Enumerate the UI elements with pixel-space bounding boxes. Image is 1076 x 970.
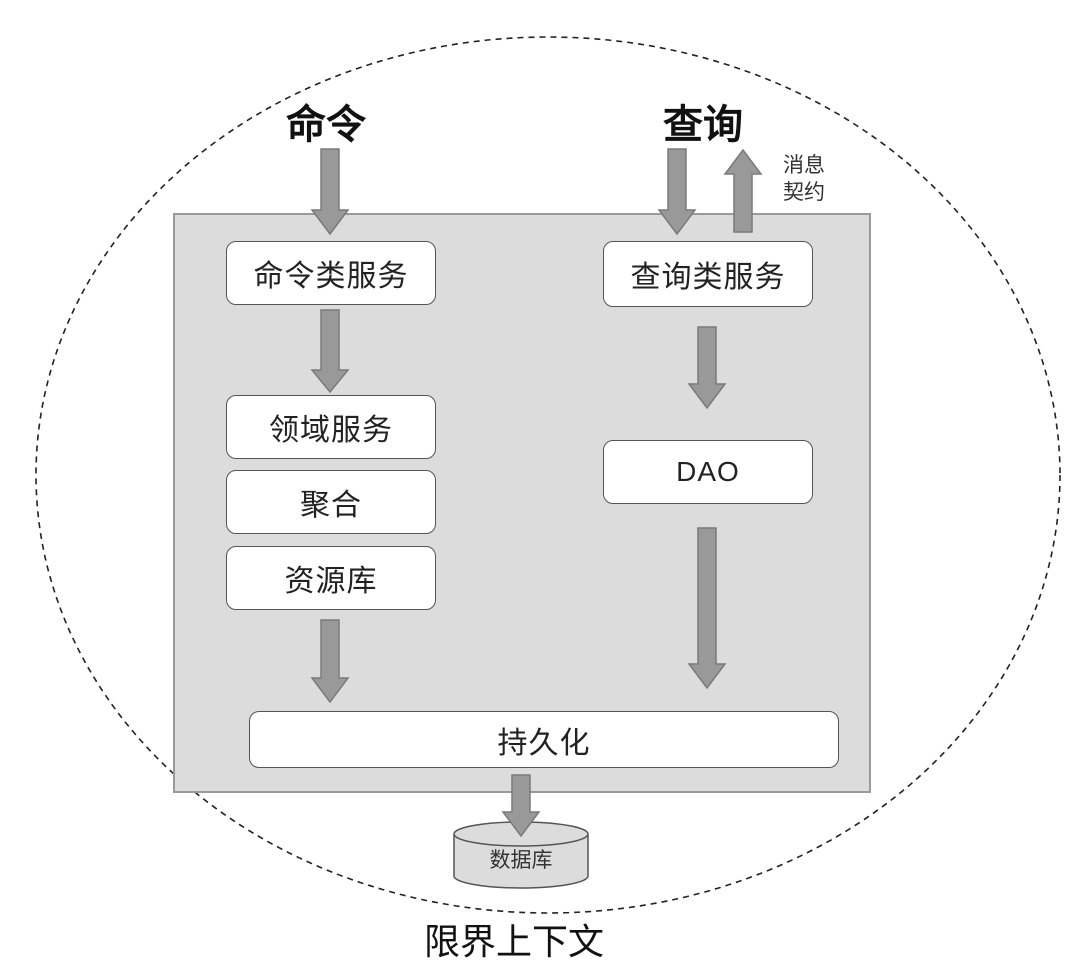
bounded-context-label: 限界上下文 [424, 922, 605, 963]
query-service-box: 查询类服务 [603, 241, 813, 307]
query-in-arrow [657, 148, 697, 236]
database-label: 数据库 [489, 848, 553, 872]
dao-box: DAO [603, 440, 813, 504]
message-out-arrow [723, 148, 763, 233]
command-to-domain-arrow [310, 309, 350, 394]
persistence-box: 持久化 [249, 711, 839, 768]
command-service-box: 命令类服务 [226, 241, 436, 305]
aggregate-box: 聚合 [226, 470, 436, 534]
repository-box: 资源库 [226, 546, 436, 610]
persistence-to-database-arrow [501, 774, 541, 838]
message-contract-line2: 契约 [783, 180, 825, 204]
query-label: 查询 [663, 102, 743, 148]
message-contract-line1: 消息 [783, 153, 825, 177]
query-to-dao-arrow [687, 326, 727, 410]
domain-service-box: 领域服务 [226, 395, 436, 459]
message-contract-label: 消息 契约 [783, 152, 825, 206]
bounded-context-ellipse [35, 36, 1061, 914]
command-label: 命令 [286, 102, 366, 148]
command-in-arrow [310, 148, 350, 236]
dao-to-persistence-arrow [687, 527, 727, 690]
repository-to-persistence-arrow [310, 619, 350, 704]
